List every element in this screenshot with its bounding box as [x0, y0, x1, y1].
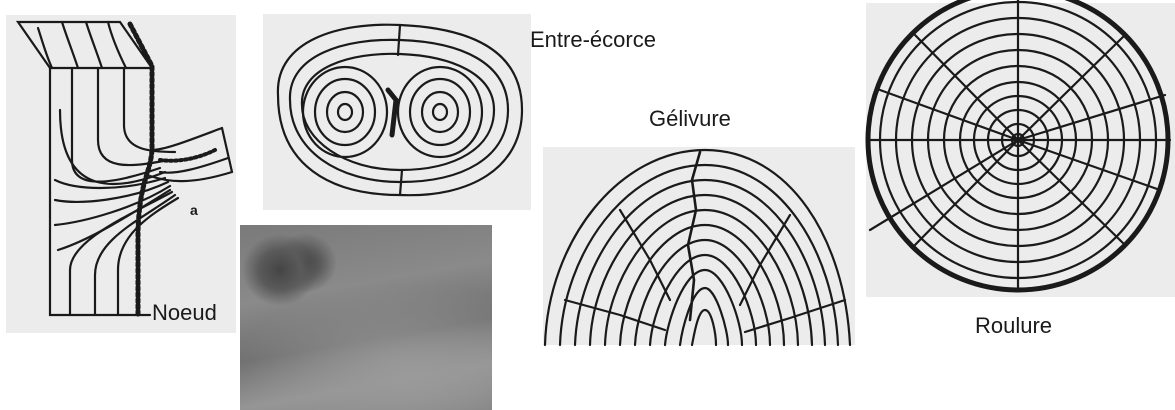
entre-ecorce-label: Entre-écorce — [530, 27, 656, 53]
entre-ecorce-diagram — [278, 25, 522, 196]
gelivure-diagram — [545, 150, 850, 345]
roulure-label: Roulure — [975, 313, 1052, 339]
roulure-diagram — [868, 0, 1170, 290]
knot-diagram — [18, 22, 232, 315]
knot-marker-label: a — [190, 202, 198, 218]
noeud-label: Noeud — [152, 300, 217, 326]
gelivure-label: Gélivure — [649, 106, 731, 132]
